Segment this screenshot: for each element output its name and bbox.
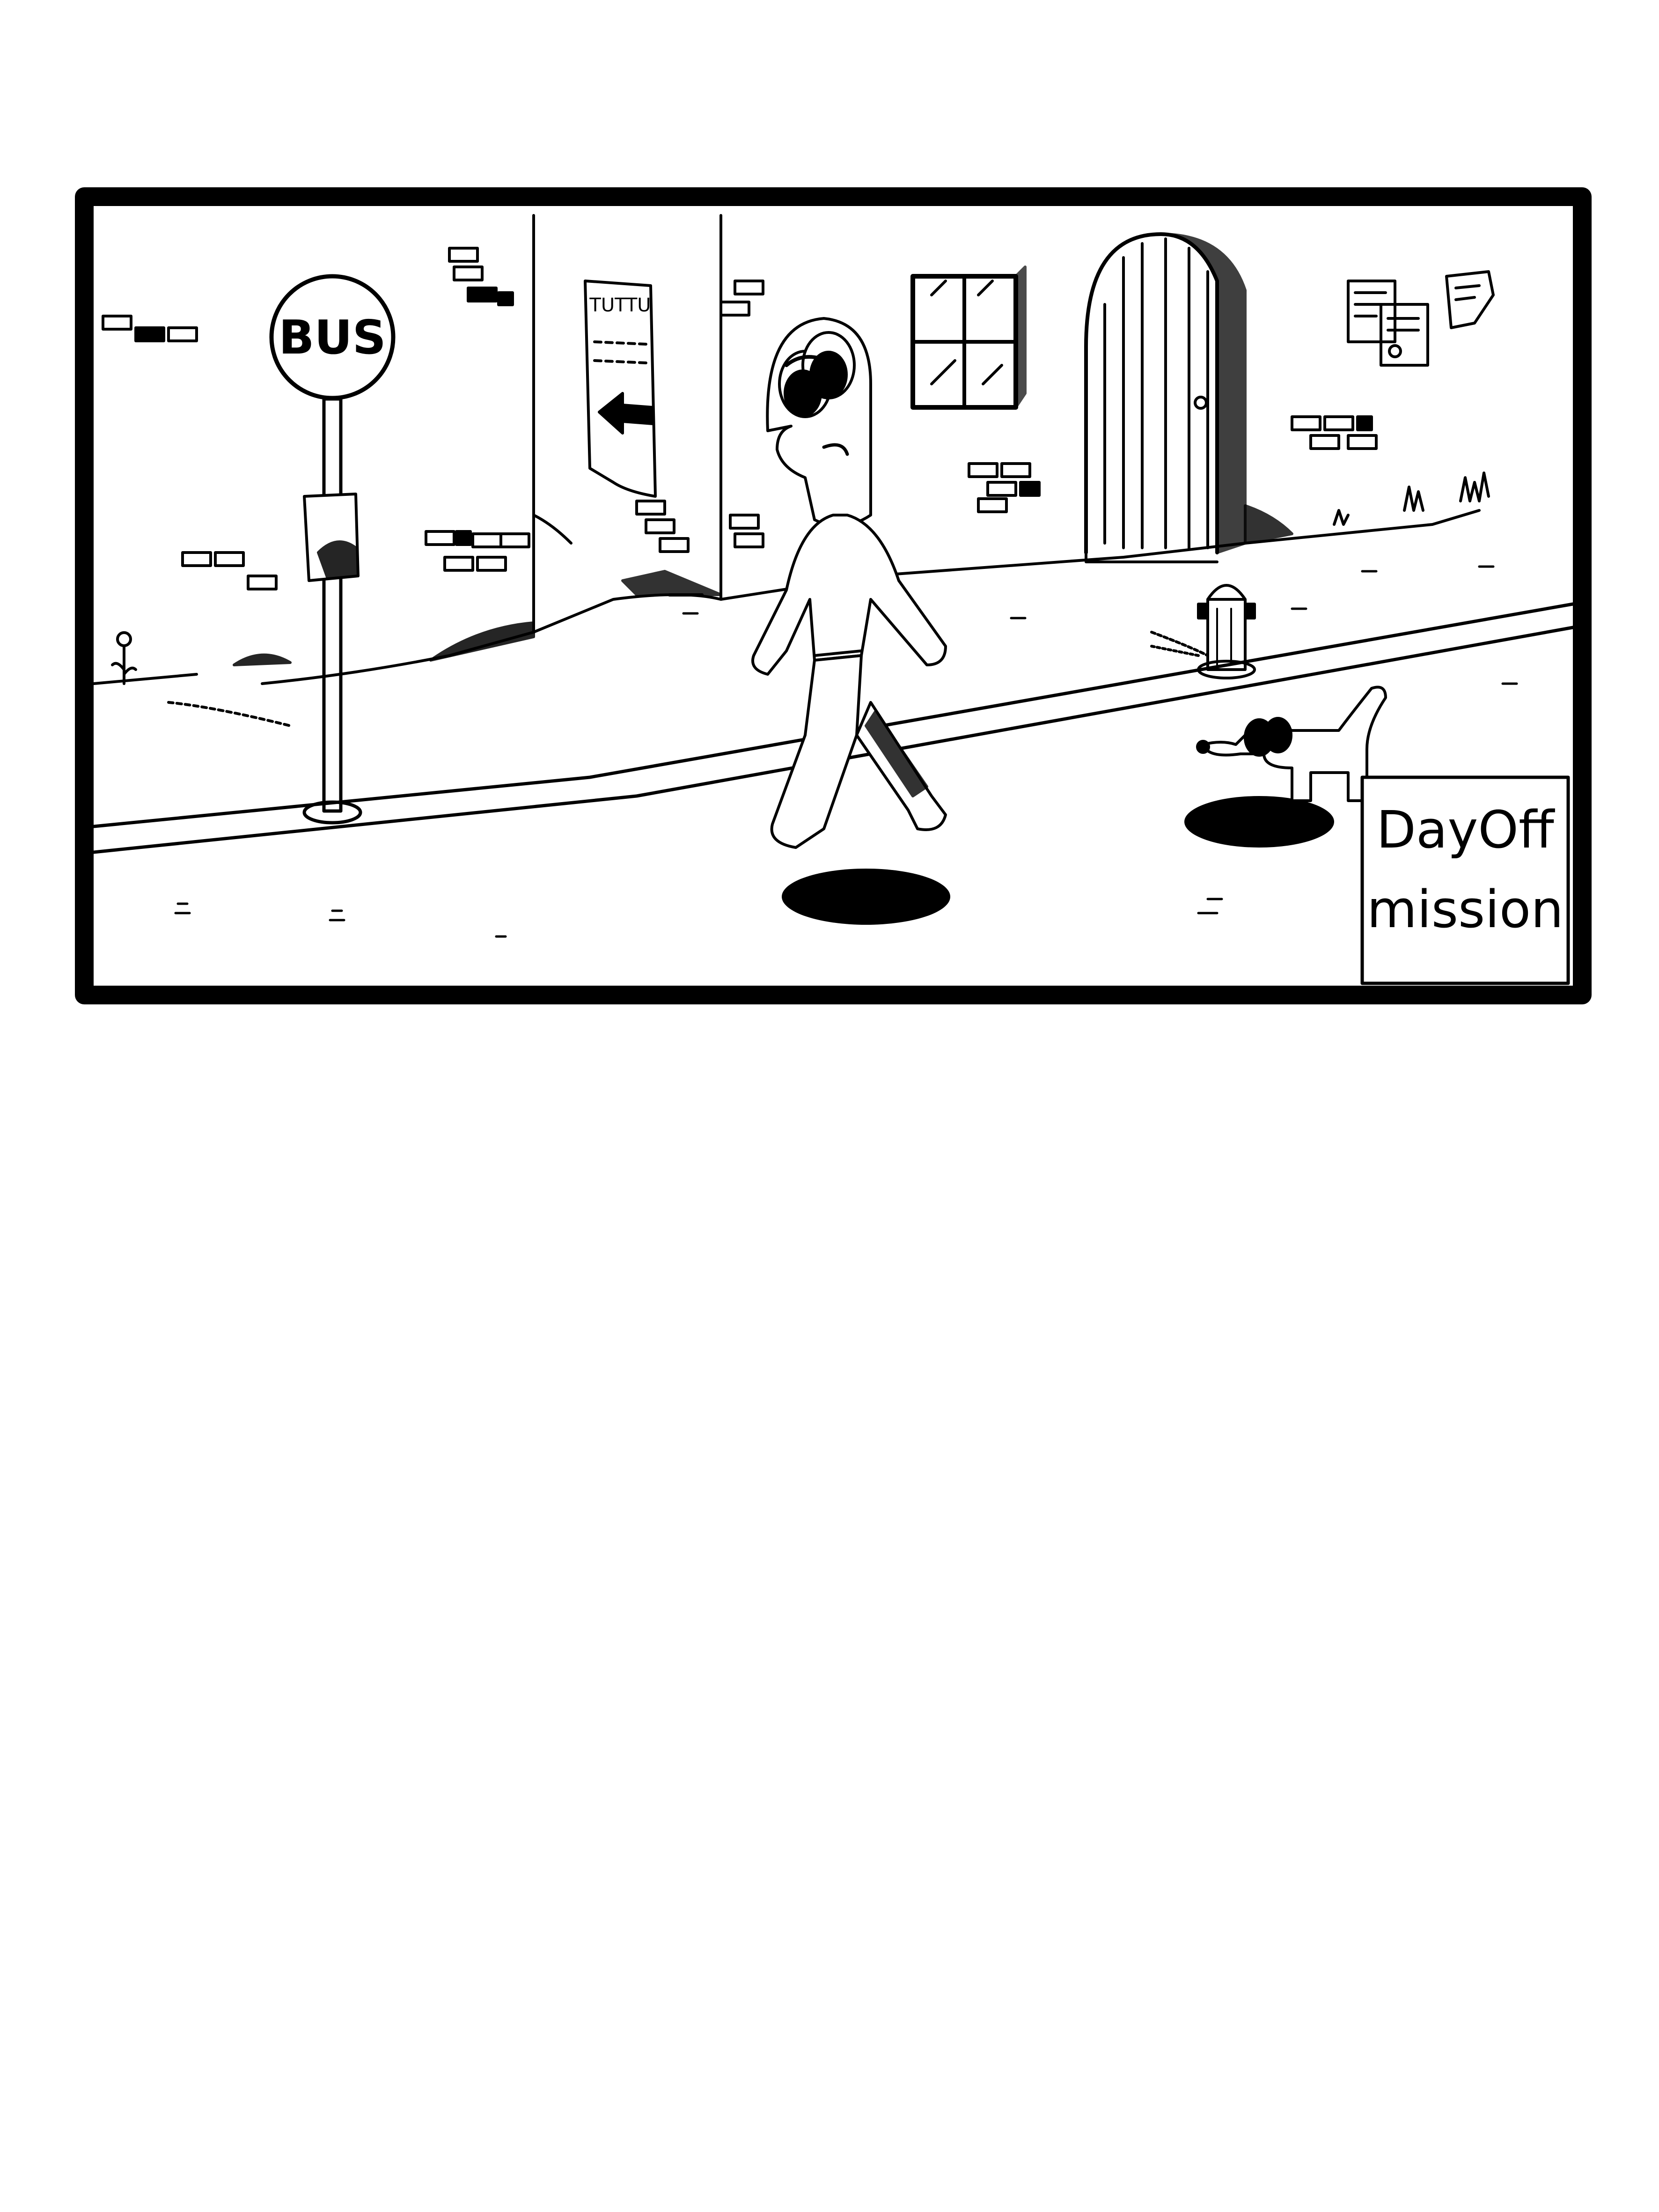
- left-building: [92, 214, 535, 685]
- bus-sign-text: BUS: [279, 310, 386, 365]
- arrow-poster: TUTTU: [584, 280, 657, 498]
- arched-door[interactable]: [1084, 232, 1293, 563]
- signature-line-2: mission: [1367, 879, 1564, 939]
- window: [910, 265, 1027, 410]
- dog: [1184, 686, 1387, 848]
- comic-panel: BUS TUTTU: [75, 187, 1592, 1007]
- signature-box: DayOff mission: [1360, 775, 1570, 985]
- signature-line-1: DayOff: [1376, 800, 1555, 860]
- wall-notices: [1347, 270, 1495, 367]
- street-scene: BUS TUTTU: [75, 187, 1592, 1004]
- middle-building: [532, 214, 764, 634]
- poster-header-text: TUTTU: [589, 295, 651, 316]
- right-building: [719, 415, 1481, 601]
- fire-hydrant: [1150, 584, 1256, 679]
- walking-man: [751, 317, 950, 925]
- panel-border: [75, 187, 1592, 1004]
- bus-stop-sign[interactable]: BUS: [269, 274, 396, 825]
- grass-tufts: [1333, 472, 1490, 526]
- flower: [111, 631, 137, 685]
